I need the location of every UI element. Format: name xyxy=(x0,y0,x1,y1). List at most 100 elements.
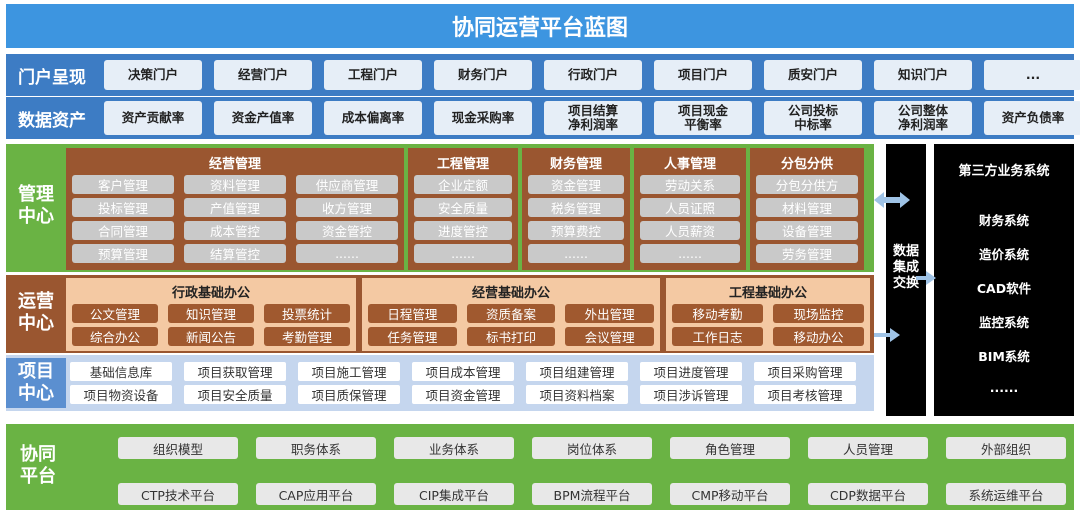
project-item: 项目安全质量 xyxy=(184,385,286,404)
third-party-item: 监控系统 xyxy=(978,315,1029,330)
project-item: 项目质保管理 xyxy=(298,385,400,404)
data-asset-item: 现金采购率 xyxy=(434,101,532,135)
data-asset-item: 资产贡献率 xyxy=(104,101,202,135)
collab-item: BPM流程平台 xyxy=(532,483,652,505)
portal-band: 门户呈现 决策门户经营门户工程门户财务门户行政门户项目门户质安门户知识门户... xyxy=(6,54,1080,96)
management-item: 进度管控 xyxy=(414,221,512,240)
collab-item: 人员管理 xyxy=(808,437,928,459)
operations-item: 会议管理 xyxy=(565,327,654,346)
operations-item: 投票统计 xyxy=(264,304,350,323)
operations-item: 标书打印 xyxy=(466,327,556,346)
project-item: 项目获取管理 xyxy=(184,362,286,381)
management-item: 投标管理 xyxy=(72,198,174,217)
operations-item: 移动考勤 xyxy=(672,304,763,323)
management-item: ...... xyxy=(296,244,398,263)
management-item: 客户管理 xyxy=(72,175,174,194)
collab-item: 外部组织 xyxy=(946,437,1066,459)
management-group-title: 工程管理 xyxy=(436,157,489,172)
collab-item: CIP集成平台 xyxy=(394,483,514,505)
exchange-label-line: 集成 xyxy=(892,260,919,275)
data-asset-item: 成本偏离率 xyxy=(324,101,422,135)
third-party-item: 造价系统 xyxy=(978,247,1029,262)
project-item: 项目涉诉管理 xyxy=(640,385,742,404)
management-item: 结算管控 xyxy=(184,244,286,263)
third-party-item: ...... xyxy=(989,380,1019,395)
management-item: 合同管理 xyxy=(72,221,174,240)
data-assets-label: 数据资产 xyxy=(18,110,86,131)
operations-group-title: 工程基础办公 xyxy=(728,286,807,301)
portal-item: 财务门户 xyxy=(434,60,532,90)
operations-item: 新闻公告 xyxy=(168,327,254,346)
management-item: 分包分供方 xyxy=(756,175,858,194)
operations-item: 现场监控 xyxy=(773,304,864,323)
management-item: 人员证照 xyxy=(640,198,740,217)
management-item: 预算管理 xyxy=(72,244,174,263)
operations-item: 资质备案 xyxy=(466,304,556,323)
management-item: 预算费控 xyxy=(528,221,624,240)
portal-item: 质安门户 xyxy=(764,60,862,90)
project-item: 项目考核管理 xyxy=(754,385,856,404)
management-item: ...... xyxy=(528,244,624,263)
management-group-title: 经营管理 xyxy=(208,157,261,172)
project-item: 项目施工管理 xyxy=(298,362,400,381)
collab-item: CTP技术平台 xyxy=(118,483,238,505)
collab-item: 角色管理 xyxy=(670,437,790,459)
operations-item: 外出管理 xyxy=(565,304,654,323)
project-item: 项目资金管理 xyxy=(412,385,514,404)
portal-label: 门户呈现 xyxy=(18,67,86,88)
collab-item: 岗位体系 xyxy=(532,437,652,459)
arrow-right-icon xyxy=(874,328,900,342)
data-asset-item: 资金产值率 xyxy=(214,101,312,135)
collab-label: 协同平台 xyxy=(20,444,56,487)
project-item: 项目进度管理 xyxy=(640,362,742,381)
portal-item: 经营门户 xyxy=(214,60,312,90)
management-item: 产值管理 xyxy=(184,198,286,217)
project-item: 项目组建管理 xyxy=(526,362,628,381)
management-item: 设备管理 xyxy=(756,221,858,240)
operations-item: 日程管理 xyxy=(368,304,457,323)
operations-item: 知识管理 xyxy=(168,304,254,323)
collab-item: 系统运维平台 xyxy=(946,483,1066,505)
management-item: ...... xyxy=(640,244,740,263)
collab-item: 业务体系 xyxy=(394,437,514,459)
third-party-item: 财务系统 xyxy=(978,213,1029,228)
management-item: ...... xyxy=(414,244,512,263)
collab-item: CAP应用平台 xyxy=(256,483,376,505)
portal-item: 行政门户 xyxy=(544,60,642,90)
data-asset-item: 资产负债率 xyxy=(984,101,1080,135)
project-item: 项目物资设备 xyxy=(70,385,172,404)
management-item: 安全质量 xyxy=(414,198,512,217)
collab-item: CDP数据平台 xyxy=(808,483,928,505)
third-party-title: 第三方业务系统 xyxy=(958,164,1050,179)
collab-item: CMP移动平台 xyxy=(670,483,790,505)
data-asset-item: 公司整体净利润率 xyxy=(874,101,972,135)
management-label: 管理中心 xyxy=(18,184,54,227)
operations-label: 运营中心 xyxy=(18,291,54,334)
portal-item: 项目门户 xyxy=(654,60,752,90)
management-item: 成本管控 xyxy=(184,221,286,240)
project-label: 项目中心 xyxy=(6,358,66,408)
arrow-left-right-icon xyxy=(874,192,910,208)
management-item: 收方管理 xyxy=(296,198,398,217)
operations-group-title: 行政基础办公 xyxy=(171,286,250,301)
third-party-item: CAD软件 xyxy=(976,281,1032,296)
management-item: 企业定额 xyxy=(414,175,512,194)
project-item: 项目资料档案 xyxy=(526,385,628,404)
arrow-right-icon xyxy=(916,271,936,285)
portal-item: 工程门户 xyxy=(324,60,422,90)
project-item: 项目采购管理 xyxy=(754,362,856,381)
management-item: 劳务管理 xyxy=(756,244,858,263)
project-item: 项目成本管理 xyxy=(412,362,514,381)
portal-item: ... xyxy=(984,60,1080,90)
management-item: 材料管理 xyxy=(756,198,858,217)
data-assets-band: 数据资产 资产贡献率资金产值率成本偏离率现金采购率项目结算净利润率项目现金平衡率… xyxy=(6,97,1080,139)
management-item: 劳动关系 xyxy=(640,175,740,194)
operations-item: 任务管理 xyxy=(368,327,457,346)
exchange-label-line: 数据 xyxy=(892,244,919,259)
third-party-item: BIM系统 xyxy=(978,349,1030,364)
operations-group-title: 经营基础办公 xyxy=(471,286,550,301)
third-party-systems xyxy=(934,144,1074,416)
portal-item: 知识门户 xyxy=(874,60,972,90)
arrows xyxy=(874,192,936,342)
portal-item: 决策门户 xyxy=(104,60,202,90)
